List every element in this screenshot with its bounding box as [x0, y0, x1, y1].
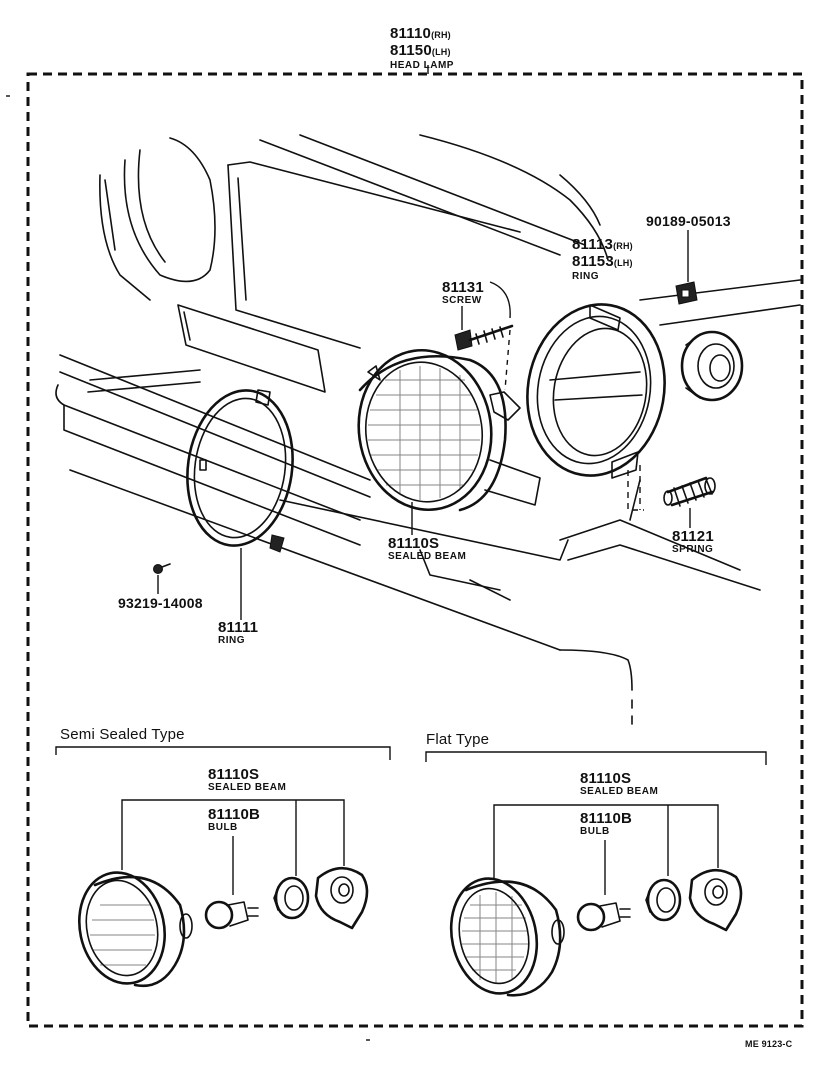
head-lamp-title: HEAD LAMP	[390, 60, 454, 71]
clip-part	[675, 230, 698, 305]
ring-name-top: RING	[572, 271, 599, 282]
drawing-code: ME 9123-C	[745, 1039, 793, 1049]
part-number-93219-14008: 93219-14008	[118, 595, 203, 611]
side-rh: (RH)	[431, 30, 451, 40]
scan-marks	[6, 95, 370, 1041]
sealed-beam-main-label: 81110S SEALED BEAM	[388, 536, 466, 562]
side-lh: (LH)	[431, 47, 451, 57]
flat-part-number-81110b: 81110B	[580, 810, 633, 827]
flat-section	[425, 751, 767, 997]
flat-bulb-name: BULB	[580, 826, 610, 837]
semi-sealed-type-title: Semi Sealed Type	[60, 726, 185, 743]
flat-sealed-beam-name: SEALED BEAM	[580, 786, 659, 797]
flat-type-title: Flat Type	[426, 731, 490, 748]
retaining-ring	[186, 389, 294, 620]
part-number-81121: 81121	[672, 528, 714, 545]
sealed-beam-main	[357, 348, 507, 535]
semi-part-number-81110s: 81110S	[208, 766, 260, 783]
part-number-81153: 81153	[572, 253, 614, 270]
part-number-90189-05013: 90189-05013	[646, 213, 731, 229]
vehicle-body-outline	[55, 134, 801, 725]
ring-81111-label: 81111 RING	[218, 620, 258, 646]
adjusting-housing	[680, 330, 744, 402]
spring-81121-label: 81121 SPRING	[672, 529, 714, 555]
header-label: 81110(RH) 81150(LH) HEAD LAMP	[390, 26, 454, 71]
flat-part-number-81110s: 81110S	[580, 770, 632, 787]
semi-sealed-beam-name: SEALED BEAM	[208, 782, 287, 793]
spring-name: SPRING	[672, 544, 714, 555]
side-lh-81153: (LH)	[613, 258, 633, 268]
ring-81113-label: 81113(RH) 81153(LH) RING	[572, 237, 633, 282]
small-screw-part	[153, 563, 171, 594]
semi-bulb-label: 81110B BULB	[208, 807, 260, 833]
flat-sealed-beam-label: 81110S SEALED BEAM	[580, 771, 658, 797]
flat-bulb-label: 81110B BULB	[580, 811, 632, 837]
semi-sealed-beam-label: 81110S SEALED BEAM	[208, 767, 286, 793]
part-number-81110: 81110	[390, 25, 432, 42]
sealed-beam-name-main: SEALED BEAM	[388, 551, 467, 562]
semi-sealed-section	[55, 746, 391, 988]
part-number-81111: 81111	[218, 619, 259, 636]
side-rh-81113: (RH)	[613, 241, 633, 251]
screw-81131-label: 81131 SCREW	[442, 280, 484, 306]
semi-bulb-name: BULB	[208, 822, 238, 833]
semi-part-number-81110b: 81110B	[208, 806, 261, 823]
spring-part	[663, 476, 716, 528]
part-number-81150: 81150	[390, 42, 432, 59]
part-number-81131: 81131	[442, 279, 484, 296]
screw-name: SCREW	[442, 295, 482, 306]
part-number-81113: 81113	[572, 236, 614, 253]
part-number-81110s-main: 81110S	[388, 535, 440, 552]
assembly-boundary	[26, 65, 804, 1028]
mounting-ring-assembly	[526, 303, 666, 511]
ring-name-bottom: RING	[218, 635, 245, 646]
